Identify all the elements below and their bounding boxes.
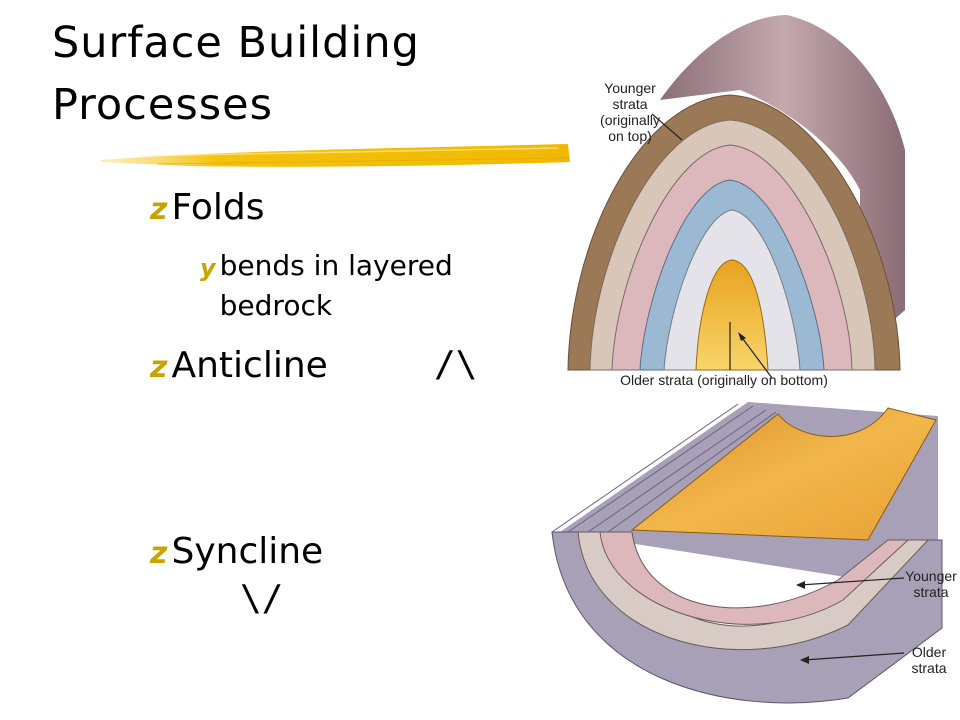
syncline-layer-pink xyxy=(599,531,910,625)
bullet-text: Folds xyxy=(171,187,265,228)
bullet-text: bends in layered bedrock xyxy=(220,246,453,326)
title-line-2: Processes xyxy=(52,80,273,130)
anticline-layer-core xyxy=(695,259,769,371)
syncline-core-surface xyxy=(630,407,937,541)
anticline-younger-label: Younger strata (originally on top) xyxy=(600,80,660,144)
bullet-marker: z xyxy=(150,350,168,385)
older-arrow-head-s xyxy=(800,656,809,664)
bullet-text: Anticline xyxy=(171,345,328,386)
younger-leader-line xyxy=(651,113,683,141)
older-arrow-line xyxy=(739,334,773,379)
bullet-syncline: z Syncline xyxy=(150,530,323,576)
anticline-top-surface xyxy=(660,15,905,350)
syncline-diagram xyxy=(551,402,943,704)
bullet-bends: y bends in layered bedrock xyxy=(200,246,453,326)
younger-arrow-line xyxy=(799,577,905,586)
older-arrow-head xyxy=(738,332,746,341)
bullet-text-line-1: bends in layered xyxy=(219,249,453,282)
anticline-symbol: /\ xyxy=(434,344,478,385)
bullet-text-line-2: bedrock xyxy=(219,289,333,322)
slide-title: Surface Building Processes xyxy=(52,12,420,136)
bullet-anticline: z Anticline xyxy=(150,344,328,390)
older-arrow-line-s xyxy=(803,652,905,661)
title-line-1: Surface Building xyxy=(52,18,420,68)
syncline-younger-label: Younger strata xyxy=(905,568,957,600)
syncline-symbol: \/ xyxy=(240,578,284,619)
bullet-folds: z Folds xyxy=(150,186,265,232)
bullet-marker: y xyxy=(200,254,216,282)
title-underline-stroke xyxy=(100,144,570,167)
anticline-diagram xyxy=(567,15,905,379)
anticline-older-label: Older strata (originally on bottom) xyxy=(620,372,828,388)
syncline-older-label: Older strata xyxy=(911,644,947,676)
bullet-marker: z xyxy=(150,536,168,571)
younger-arrow-head xyxy=(796,581,805,589)
bullet-marker: z xyxy=(150,192,168,227)
bullet-text: Syncline xyxy=(171,531,324,572)
